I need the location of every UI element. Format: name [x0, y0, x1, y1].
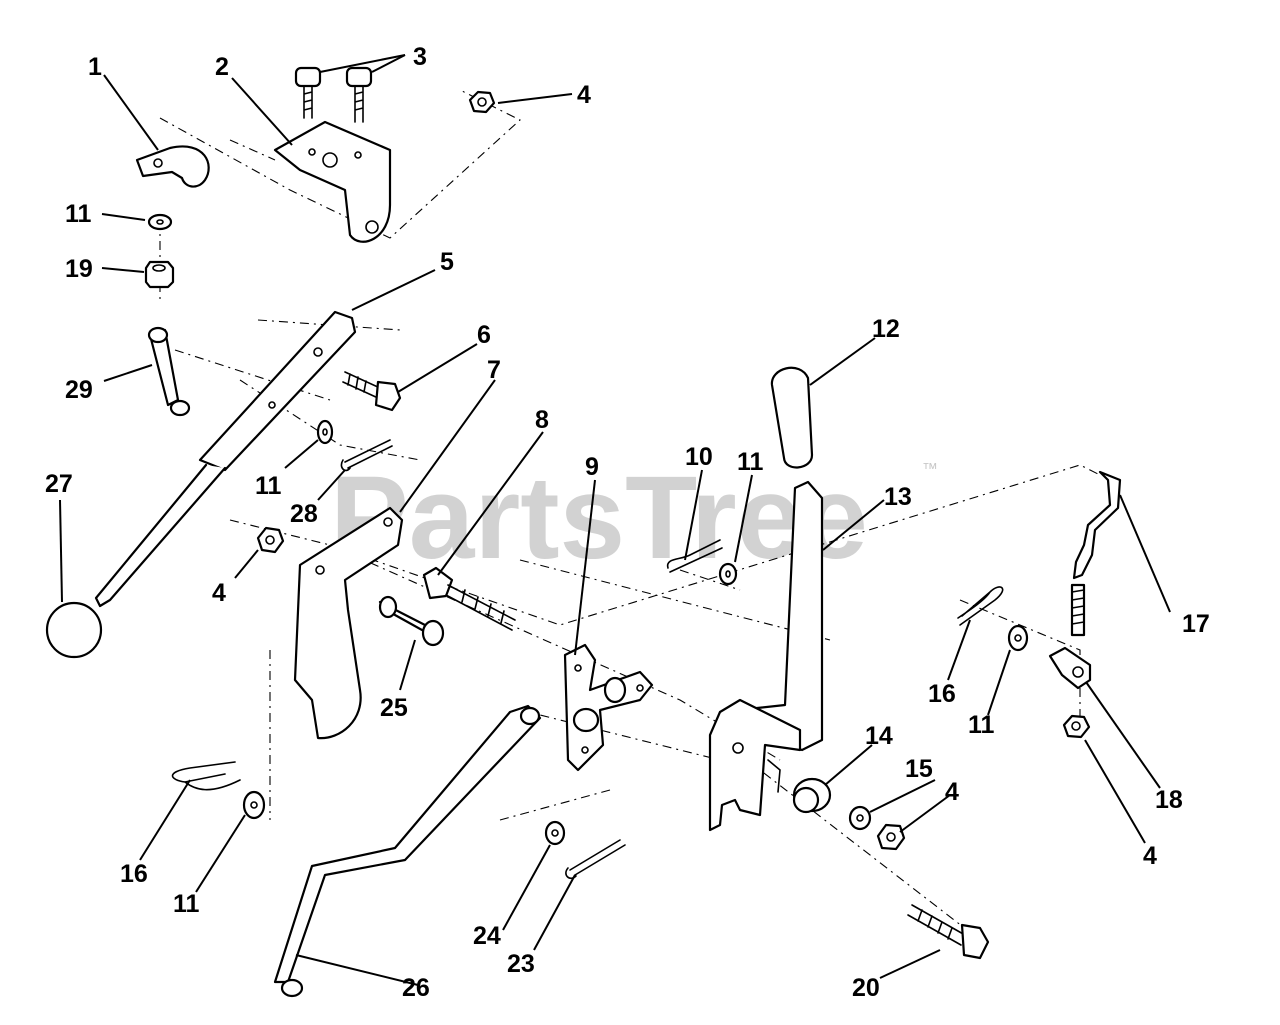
part-11-washer-top[interactable]: [147, 213, 173, 231]
callout-4-right: 4: [1143, 842, 1157, 870]
callout-18: 18: [1155, 786, 1183, 814]
callout-7: 7: [487, 356, 501, 384]
part-27-ball-knob[interactable]: [45, 601, 103, 659]
callout-4-top: 4: [577, 81, 591, 109]
part-4-nut-center[interactable]: [876, 823, 906, 851]
part-7-plate[interactable]: [293, 506, 404, 740]
part-24-washer[interactable]: [544, 820, 566, 846]
part-16-hairpin-left[interactable]: [171, 761, 241, 791]
callout-15: 15: [905, 755, 933, 783]
callout-6: 6: [477, 321, 491, 349]
part-19-nut[interactable]: [144, 260, 175, 289]
watermark-trademark: ™: [922, 461, 938, 478]
part-4-nut-top[interactable]: [468, 90, 496, 114]
callout-29: 29: [65, 376, 93, 404]
part-6-bolt[interactable]: [342, 371, 402, 412]
part-20-bolt[interactable]: [907, 904, 990, 960]
part-13-lever[interactable]: [708, 480, 824, 832]
callout-9: 9: [585, 453, 599, 481]
part-16-hairpin-right[interactable]: [957, 586, 1004, 626]
part-14-bushing[interactable]: [792, 777, 832, 814]
callout-27: 27: [45, 470, 73, 498]
callout-10: 10: [685, 443, 713, 471]
part-18-pivot[interactable]: [1048, 646, 1092, 690]
part-11-washer-right[interactable]: [1007, 624, 1029, 652]
callout-2: 2: [215, 53, 229, 81]
callout-4-center: 4: [945, 778, 959, 806]
callout-16-left: 16: [120, 860, 148, 888]
leader-lines: [59, 54, 1171, 986]
part-11-washer-mid[interactable]: [718, 562, 738, 586]
part-9-bracket[interactable]: [563, 643, 654, 772]
part-1-clip[interactable]: [135, 145, 210, 188]
part-4-nut-left[interactable]: [256, 526, 285, 554]
callout-24: 24: [473, 922, 501, 950]
callout-8: 8: [535, 406, 549, 434]
part-23-cotter-pin[interactable]: [565, 839, 626, 880]
part-17-rod[interactable]: [1070, 470, 1122, 637]
part-3-bolts[interactable]: [294, 66, 373, 123]
callout-20: 20: [852, 974, 880, 1002]
callout-11-right: 11: [968, 711, 995, 739]
part-4-nut-right[interactable]: [1062, 714, 1091, 739]
part-8-bolt[interactable]: [422, 566, 516, 631]
callout-23: 23: [507, 950, 535, 978]
part-5-lever-arm[interactable]: [94, 310, 357, 608]
part-26-rod[interactable]: [273, 704, 542, 998]
callout-11-arm: 11: [255, 472, 282, 500]
callout-11-top: 11: [65, 200, 92, 228]
callout-4-left: 4: [212, 579, 226, 607]
part-25-spacer[interactable]: [378, 595, 445, 647]
part-29-link[interactable]: [147, 326, 191, 417]
callout-11-bottom: 11: [173, 890, 200, 918]
part-11-washer-bottom[interactable]: [242, 790, 266, 820]
part-15-washer[interactable]: [848, 805, 872, 831]
callout-12: 12: [872, 315, 900, 343]
callout-5: 5: [440, 248, 454, 276]
watermark-text: PartsTree: [330, 452, 868, 584]
callout-1: 1: [88, 53, 102, 81]
part-10-cotter-pin[interactable]: [666, 539, 723, 573]
callout-14: 14: [865, 722, 893, 750]
callout-19: 19: [65, 255, 93, 283]
callout-25: 25: [380, 694, 408, 722]
callout-16-right: 16: [928, 680, 956, 708]
callout-11-mid: 11: [737, 448, 764, 476]
callout-3: 3: [413, 43, 427, 71]
part-11-washer-arm[interactable]: [316, 419, 334, 445]
part-12-knob[interactable]: [770, 366, 814, 469]
callout-labels: 1 2 3 4 11 19 5 6 7 29 11 28 27 4 8 9 10…: [45, 43, 1210, 1002]
callout-28: 28: [290, 500, 318, 528]
callout-17: 17: [1182, 610, 1210, 638]
part-2-bracket[interactable]: [273, 120, 392, 243]
callout-26: 26: [402, 974, 430, 1002]
part-28-cotter-pin[interactable]: [340, 439, 393, 472]
callout-13: 13: [884, 483, 912, 511]
